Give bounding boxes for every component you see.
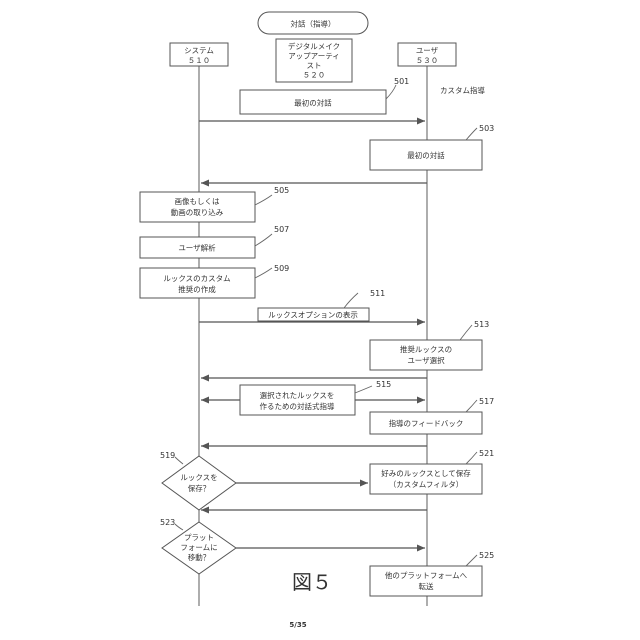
step-521: 好みのルックスとして保存 （カスタムフィルタ） 521 [370,449,494,494]
step-515-ref: 515 [376,380,391,389]
step-517-ref: 517 [479,397,494,406]
step-505: 画像もしくは 動画の取り込み 505 [140,186,289,222]
participant-artist-line-2: アップアーティ [288,52,340,61]
step-501: 最初の対話 501 [240,77,409,114]
step-509: ルックスのカスタム 推奨の作成 509 [140,264,289,298]
participant-system-number: ５１０ [188,56,211,65]
page-number: 5/35 [289,621,306,629]
step-511: ルックスオプションの表示 511 [258,289,385,321]
step-521-text-1: 好みのルックスとして保存 [381,468,471,478]
step-511-text: ルックスオプションの表示 [268,310,358,320]
step-517-text: 指導のフィードバック [389,418,464,428]
step-509-text-2: 推奨の作成 [178,284,216,294]
decision-519-ref: 519 [160,451,175,460]
step-513-ref: 513 [474,320,489,329]
step-521-ref: 521 [479,449,494,458]
step-501-text: 最初の対話 [294,98,332,108]
decision-523-text-2: フォームに [180,543,217,552]
step-521-text-2: （カスタムフィルタ） [389,480,463,489]
step-513-text-2: ユーザ選択 [407,355,445,365]
participant-artist-line-1: デジタルメイク [288,41,340,51]
step-525: 他のプラットフォームへ 転送 525 [370,551,494,596]
participant-artist: デジタルメイク アップアーティ スト ５２０ [276,39,352,82]
step-505-ref: 505 [274,186,289,195]
step-515: 選択されたルックスを 作るための対話式指導 515 [240,380,391,415]
participant-artist-number: ５２０ [303,71,326,80]
participant-user-name: ユーザ [416,46,439,55]
participant-artist-line-3: スト [307,61,322,70]
step-509-ref: 509 [274,264,289,273]
step-507: ユーザ解析 507 [140,225,289,258]
step-507-ref: 507 [274,225,289,234]
step-515-text-2: 作るための対話式指導 [260,401,335,411]
decision-519: ルックスを 保存？ 519 [160,451,236,510]
participant-user-number: ５３０ [416,56,439,65]
diagram-title-text: 対話（指導） [291,19,336,29]
step-525-ref: 525 [479,551,494,560]
participant-user: ユーザ ５３０ [398,43,456,66]
step-511-ref: 511 [370,289,385,298]
step-515-text-1: 選択されたルックスを [260,390,335,400]
decision-523-ref: 523 [160,518,175,527]
step-503-text: 最初の対話 [407,150,445,160]
step-525-text-1: 他のプラットフォームへ [385,570,468,580]
step-507-text: ユーザ解析 [178,243,216,253]
step-513-text-1: 推奨ルックスの [400,344,452,354]
decision-523-text-1: プラット [184,533,214,542]
figure-label: 図５ [292,570,332,594]
custom-guidance-label: カスタム指導 [440,85,485,95]
step-513: 推奨ルックスの ユーザ選択 513 [370,320,489,370]
decision-523: プラット フォームに 移動？ 523 [160,518,236,574]
step-517: 指導のフィードバック 517 [370,397,494,434]
decision-519-text-2: 保存？ [188,483,211,493]
step-503: 最初の対話 503 [370,124,494,170]
step-505-text-1: 画像もしくは [175,196,220,206]
decision-523-text-3: 移動？ [188,552,211,562]
step-503-ref: 503 [479,124,494,133]
step-525-text-2: 転送 [419,581,434,591]
participant-system-name: システム [184,46,214,55]
decision-519-text-1: ルックスを [180,473,217,482]
diagram-title: 対話（指導） [258,12,368,34]
participant-system: システム ５１０ [170,43,228,66]
step-505-text-2: 動画の取り込み [171,208,224,217]
step-501-ref: 501 [394,77,409,86]
step-509-text-1: ルックスのカスタム [163,274,230,283]
